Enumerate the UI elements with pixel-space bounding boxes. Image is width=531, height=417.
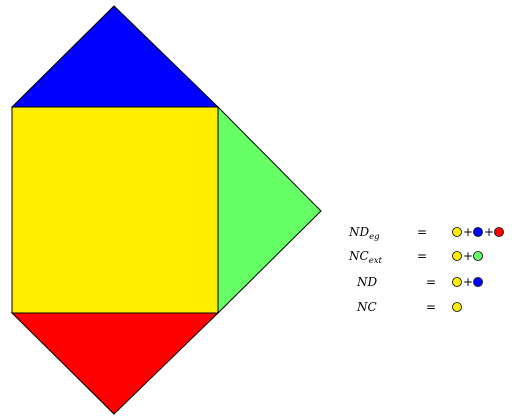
- legend-term-circle: [473, 227, 483, 237]
- legend-plus: +: [463, 225, 473, 239]
- legend-row: NC =: [356, 300, 462, 314]
- legend-lhs-main: ND: [356, 275, 378, 289]
- legend-row: ND = +: [356, 275, 483, 289]
- legend-equals: =: [426, 275, 436, 289]
- shape-group: [10, 5, 322, 415]
- legend-lhs: NDeg: [348, 225, 380, 242]
- legend-equals: =: [417, 225, 427, 239]
- legend-term-circle: [494, 227, 504, 237]
- legend-lhs-main: NC: [348, 249, 369, 263]
- legend-term-circle: [452, 277, 462, 287]
- legend-term-circle: [473, 251, 483, 261]
- legend-lhs: ND: [356, 275, 378, 289]
- legend-row: NCext = +: [348, 249, 483, 266]
- green-right-triangle: [217, 105, 322, 315]
- legend: NDeg=++NCext=+ND=+NC=: [348, 225, 504, 314]
- legend-term-circle: [452, 227, 462, 237]
- legend-lhs-main: ND: [348, 225, 370, 239]
- legend-equals: =: [417, 249, 427, 263]
- legend-term-circle: [452, 302, 462, 312]
- legend-plus: +: [463, 249, 473, 263]
- legend-lhs-sub: eg: [369, 232, 380, 242]
- legend-lhs: NC: [356, 300, 377, 314]
- legend-lhs-main: NC: [356, 300, 377, 314]
- blue-top-triangle: [10, 5, 220, 108]
- yellow-square: [11, 106, 219, 314]
- legend-plus: +: [484, 225, 494, 239]
- legend-lhs: NCext: [348, 249, 383, 266]
- red-bottom-triangle: [10, 312, 220, 415]
- legend-term-circle: [473, 277, 483, 287]
- legend-row: NDeg = + +: [348, 225, 504, 242]
- legend-term-circle: [452, 251, 462, 261]
- legend-equals: =: [426, 300, 436, 314]
- legend-plus: +: [463, 275, 473, 289]
- legend-lhs-sub: ext: [369, 256, 383, 266]
